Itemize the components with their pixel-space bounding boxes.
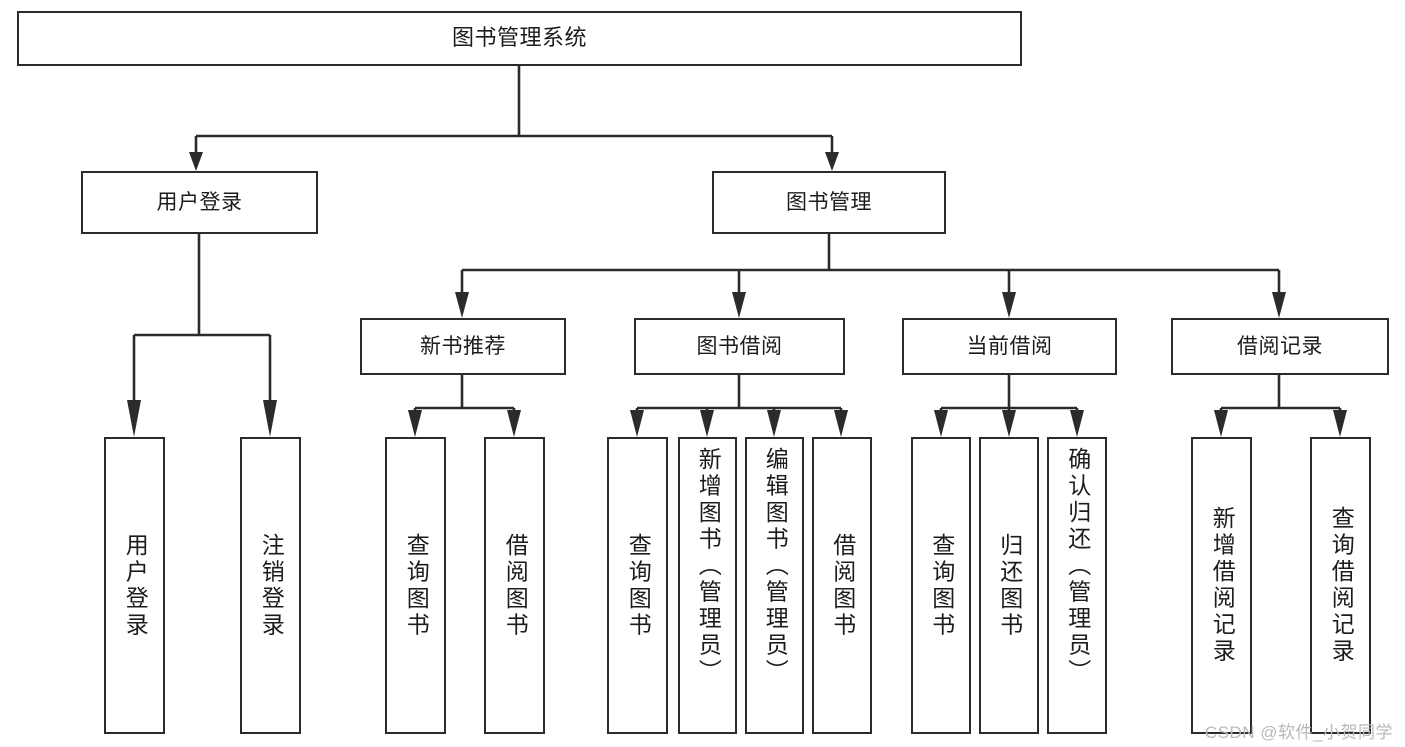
node-leaf-edit-book-admin-label: 编辑图书（管理员） [762,447,789,686]
node-leaf-query-book-2-label: 查询图书 [625,532,652,639]
node-borrow-record-label: 借阅记录 [1237,334,1323,358]
arrowhead-leaf-edit-book-admin [767,410,781,437]
node-leaf-query-book-1-label: 查询图书 [403,532,430,639]
node-leaf-borrow-book-2[interactable]: 借阅图书 [812,437,872,734]
arrowhead-user-login [189,152,203,171]
node-leaf-add-book-admin[interactable]: 新增图书（管理员） [678,437,737,734]
arrowheads [127,152,1347,437]
node-book-borrow[interactable]: 图书借阅 [634,318,845,375]
node-leaf-return-book[interactable]: 归还图书 [979,437,1039,734]
node-leaf-return-book-label: 归还图书 [996,532,1023,639]
node-root-label: 图书管理系统 [451,25,587,51]
node-new-book-rec[interactable]: 新书推荐 [360,318,566,375]
node-leaf-query-book-3[interactable]: 查询图书 [911,437,971,734]
node-user-login-label: 用户登录 [156,190,243,214]
arrowhead-current-borrow [1002,292,1016,318]
node-leaf-add-book-admin-label: 新增图书（管理员） [695,447,722,686]
node-leaf-add-record-label: 新增借阅记录 [1209,506,1236,665]
node-leaf-confirm-return-admin[interactable]: 确认归还（管理员） [1047,437,1107,734]
arrowhead-leaf-query-book-2 [630,410,644,437]
arrowhead-book-manage [825,152,839,171]
arrowhead-new-book-rec [455,292,469,318]
node-leaf-query-book-2[interactable]: 查询图书 [607,437,668,734]
arrowhead-borrow-record [1272,292,1286,318]
arrowhead-leaf-add-book-admin [700,410,714,437]
node-leaf-user-login-label: 用户登录 [122,532,149,639]
node-leaf-add-record[interactable]: 新增借阅记录 [1191,437,1252,734]
arrowhead-leaf-query-book-3 [934,410,948,437]
node-leaf-borrow-book-1[interactable]: 借阅图书 [484,437,545,734]
node-book-manage[interactable]: 图书管理 [712,171,946,234]
node-leaf-edit-book-admin[interactable]: 编辑图书（管理员） [745,437,804,734]
node-book-manage-label: 图书管理 [786,190,872,214]
arrowhead-leaf-return-book [1002,410,1016,437]
arrowhead-leaf-user-login [127,400,141,437]
node-current-borrow[interactable]: 当前借阅 [902,318,1117,375]
arrowhead-leaf-query-book-1 [408,410,422,437]
node-book-borrow-label: 图书借阅 [696,334,783,358]
arrowhead-leaf-add-record [1214,410,1228,437]
node-current-borrow-label: 当前借阅 [966,334,1053,358]
arrowhead-leaf-logout [263,400,277,437]
node-root[interactable]: 图书管理系统 [17,11,1022,66]
node-leaf-query-record-label: 查询借阅记录 [1328,506,1355,665]
node-user-login[interactable]: 用户登录 [81,171,318,234]
arrowhead-leaf-borrow-book-1 [507,410,521,437]
node-leaf-query-record[interactable]: 查询借阅记录 [1310,437,1371,734]
arrowhead-leaf-query-record [1333,410,1347,437]
arrowhead-book-borrow [732,292,746,318]
arrowhead-leaf-borrow-book-2 [834,410,848,437]
node-borrow-record[interactable]: 借阅记录 [1171,318,1389,375]
node-new-book-rec-label: 新书推荐 [420,334,506,358]
node-leaf-query-book-3-label: 查询图书 [928,532,955,639]
node-leaf-logout[interactable]: 注销登录 [240,437,301,734]
node-leaf-borrow-book-1-label: 借阅图书 [502,532,529,639]
node-leaf-borrow-book-2-label: 借阅图书 [829,532,856,639]
node-leaf-logout-label: 注销登录 [258,532,285,639]
node-leaf-query-book-1[interactable]: 查询图书 [385,437,446,734]
node-leaf-confirm-return-admin-label: 确认归还（管理员） [1064,447,1091,686]
node-leaf-user-login[interactable]: 用户登录 [104,437,165,734]
arrowhead-leaf-confirm-return [1070,410,1084,437]
